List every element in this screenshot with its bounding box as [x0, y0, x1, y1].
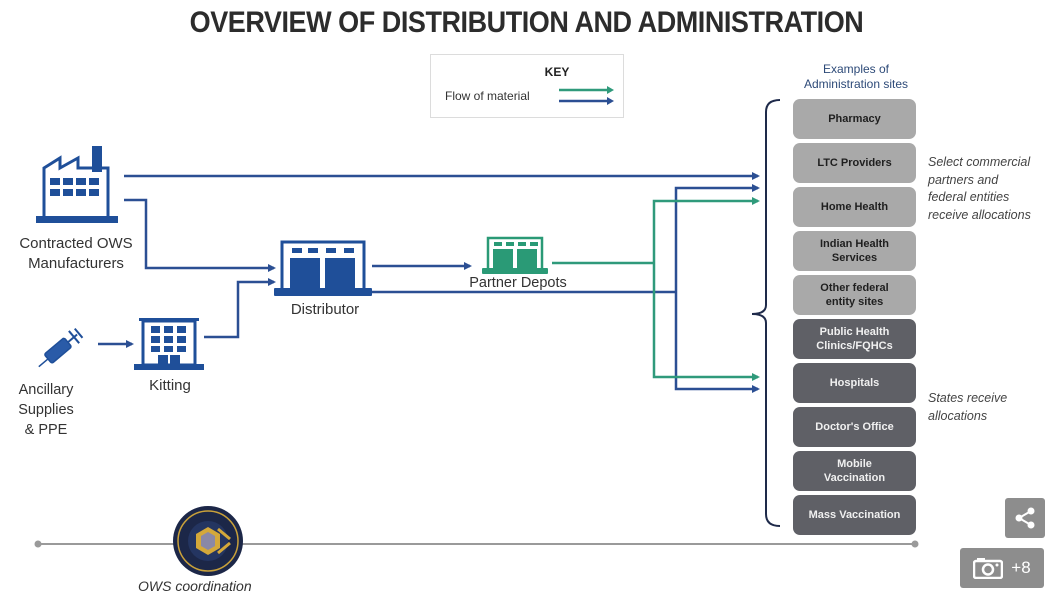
note-line: receive allocations	[928, 207, 1031, 222]
site-label: Services	[831, 252, 878, 264]
legend-arrows	[559, 86, 614, 105]
ows-coordination-label: OWS coordination	[138, 578, 252, 594]
site-label: entity sites	[825, 296, 884, 308]
site-other-federal: Other federal entity sites	[793, 275, 916, 315]
kitting-label: Kitting	[149, 377, 191, 394]
ancillary-label-line1: Ancillary	[18, 382, 74, 398]
note-state-allocations: States receive allocations	[928, 390, 1053, 425]
site-label: Indian Health	[819, 238, 890, 250]
syringe-icon	[38, 327, 84, 368]
depot-icon	[482, 236, 548, 274]
legend-title: KEY	[544, 65, 570, 79]
legend-label: Flow of material	[445, 89, 530, 103]
manufacturers-label: Contracted OWS Manufacturers	[6, 234, 146, 274]
site-mass-vaccination: Mass Vaccination	[793, 495, 916, 535]
diagram-title: OVERVIEW OF DISTRIBUTION AND ADMINISTRAT…	[189, 6, 864, 39]
coordination-line-start	[34, 540, 42, 548]
ancillary-label-line3: & PPE	[24, 422, 68, 438]
note-line: Select commercial	[928, 155, 1031, 169]
site-label: Pharmacy	[828, 113, 881, 125]
site-label: Other federal	[820, 282, 889, 294]
flow-depots-to-commercial	[652, 197, 760, 263]
ancillary-label-line2: Supplies	[18, 402, 74, 418]
note-line: States receive	[928, 391, 1008, 405]
note-commercial-allocations: Select commercial partners and federal e…	[928, 154, 1053, 224]
sites-header: Examples of Administration sites	[788, 62, 924, 92]
site-home-health: Home Health	[793, 187, 916, 227]
coordination-line-end	[911, 540, 919, 548]
site-label: Hospitals	[829, 377, 880, 389]
site-label: LTC Providers	[817, 157, 892, 169]
sites-header-line2: Administration sites	[803, 77, 909, 91]
sites-brace	[751, 99, 781, 527]
legend-blue-arrow	[559, 97, 614, 105]
manufacturers-label-line1: Contracted OWS	[19, 235, 133, 252]
share-icon	[1015, 507, 1035, 529]
site-label: Vaccination	[823, 472, 886, 484]
site-label: Public Health	[819, 326, 890, 338]
flow-distributor-to-ltc	[674, 184, 760, 292]
flow-distributor-to-states	[674, 292, 760, 393]
site-label: Clinics/FQHCs	[816, 340, 893, 352]
site-label: Mobile	[837, 458, 872, 470]
note-line: partners and	[928, 172, 999, 187]
site-label: Mass Vaccination	[808, 509, 901, 521]
site-doctors-office: Doctor's Office	[793, 407, 916, 447]
site-pharmacy: Pharmacy	[793, 99, 916, 139]
partner-depots-label: Partner Depots	[469, 275, 567, 291]
legend-key: KEY Flow of material	[430, 54, 624, 118]
warehouse-icon	[274, 240, 372, 296]
flow-manufacturers-to-distributor	[124, 198, 276, 272]
note-line: allocations	[928, 408, 988, 423]
note-line: federal entities	[928, 190, 1010, 204]
site-label: Home Health	[820, 201, 889, 213]
sites-header-line1: Examples of	[822, 62, 890, 76]
site-label: Doctor's Office	[815, 421, 894, 433]
site-ltc-providers: LTC Providers	[793, 143, 916, 183]
photo-gallery-button[interactable]: +8	[960, 548, 1044, 588]
camera-icon	[973, 558, 1004, 579]
distributor-label: Distributor	[290, 301, 360, 318]
site-hospitals: Hospitals	[793, 363, 916, 403]
factory-icon	[36, 146, 118, 223]
flow-depots-to-states	[652, 263, 760, 381]
building-icon	[134, 318, 204, 370]
ows-seal-icon	[173, 506, 243, 576]
share-button[interactable]	[1005, 498, 1045, 538]
flow-kitting-to-distributor	[204, 278, 276, 339]
legend-green-arrow	[559, 86, 614, 94]
manufacturers-label-line2: Manufacturers	[28, 255, 124, 272]
ancillary-label: Ancillary Supplies & PPE	[6, 380, 86, 440]
photo-count: +8	[1011, 558, 1031, 577]
